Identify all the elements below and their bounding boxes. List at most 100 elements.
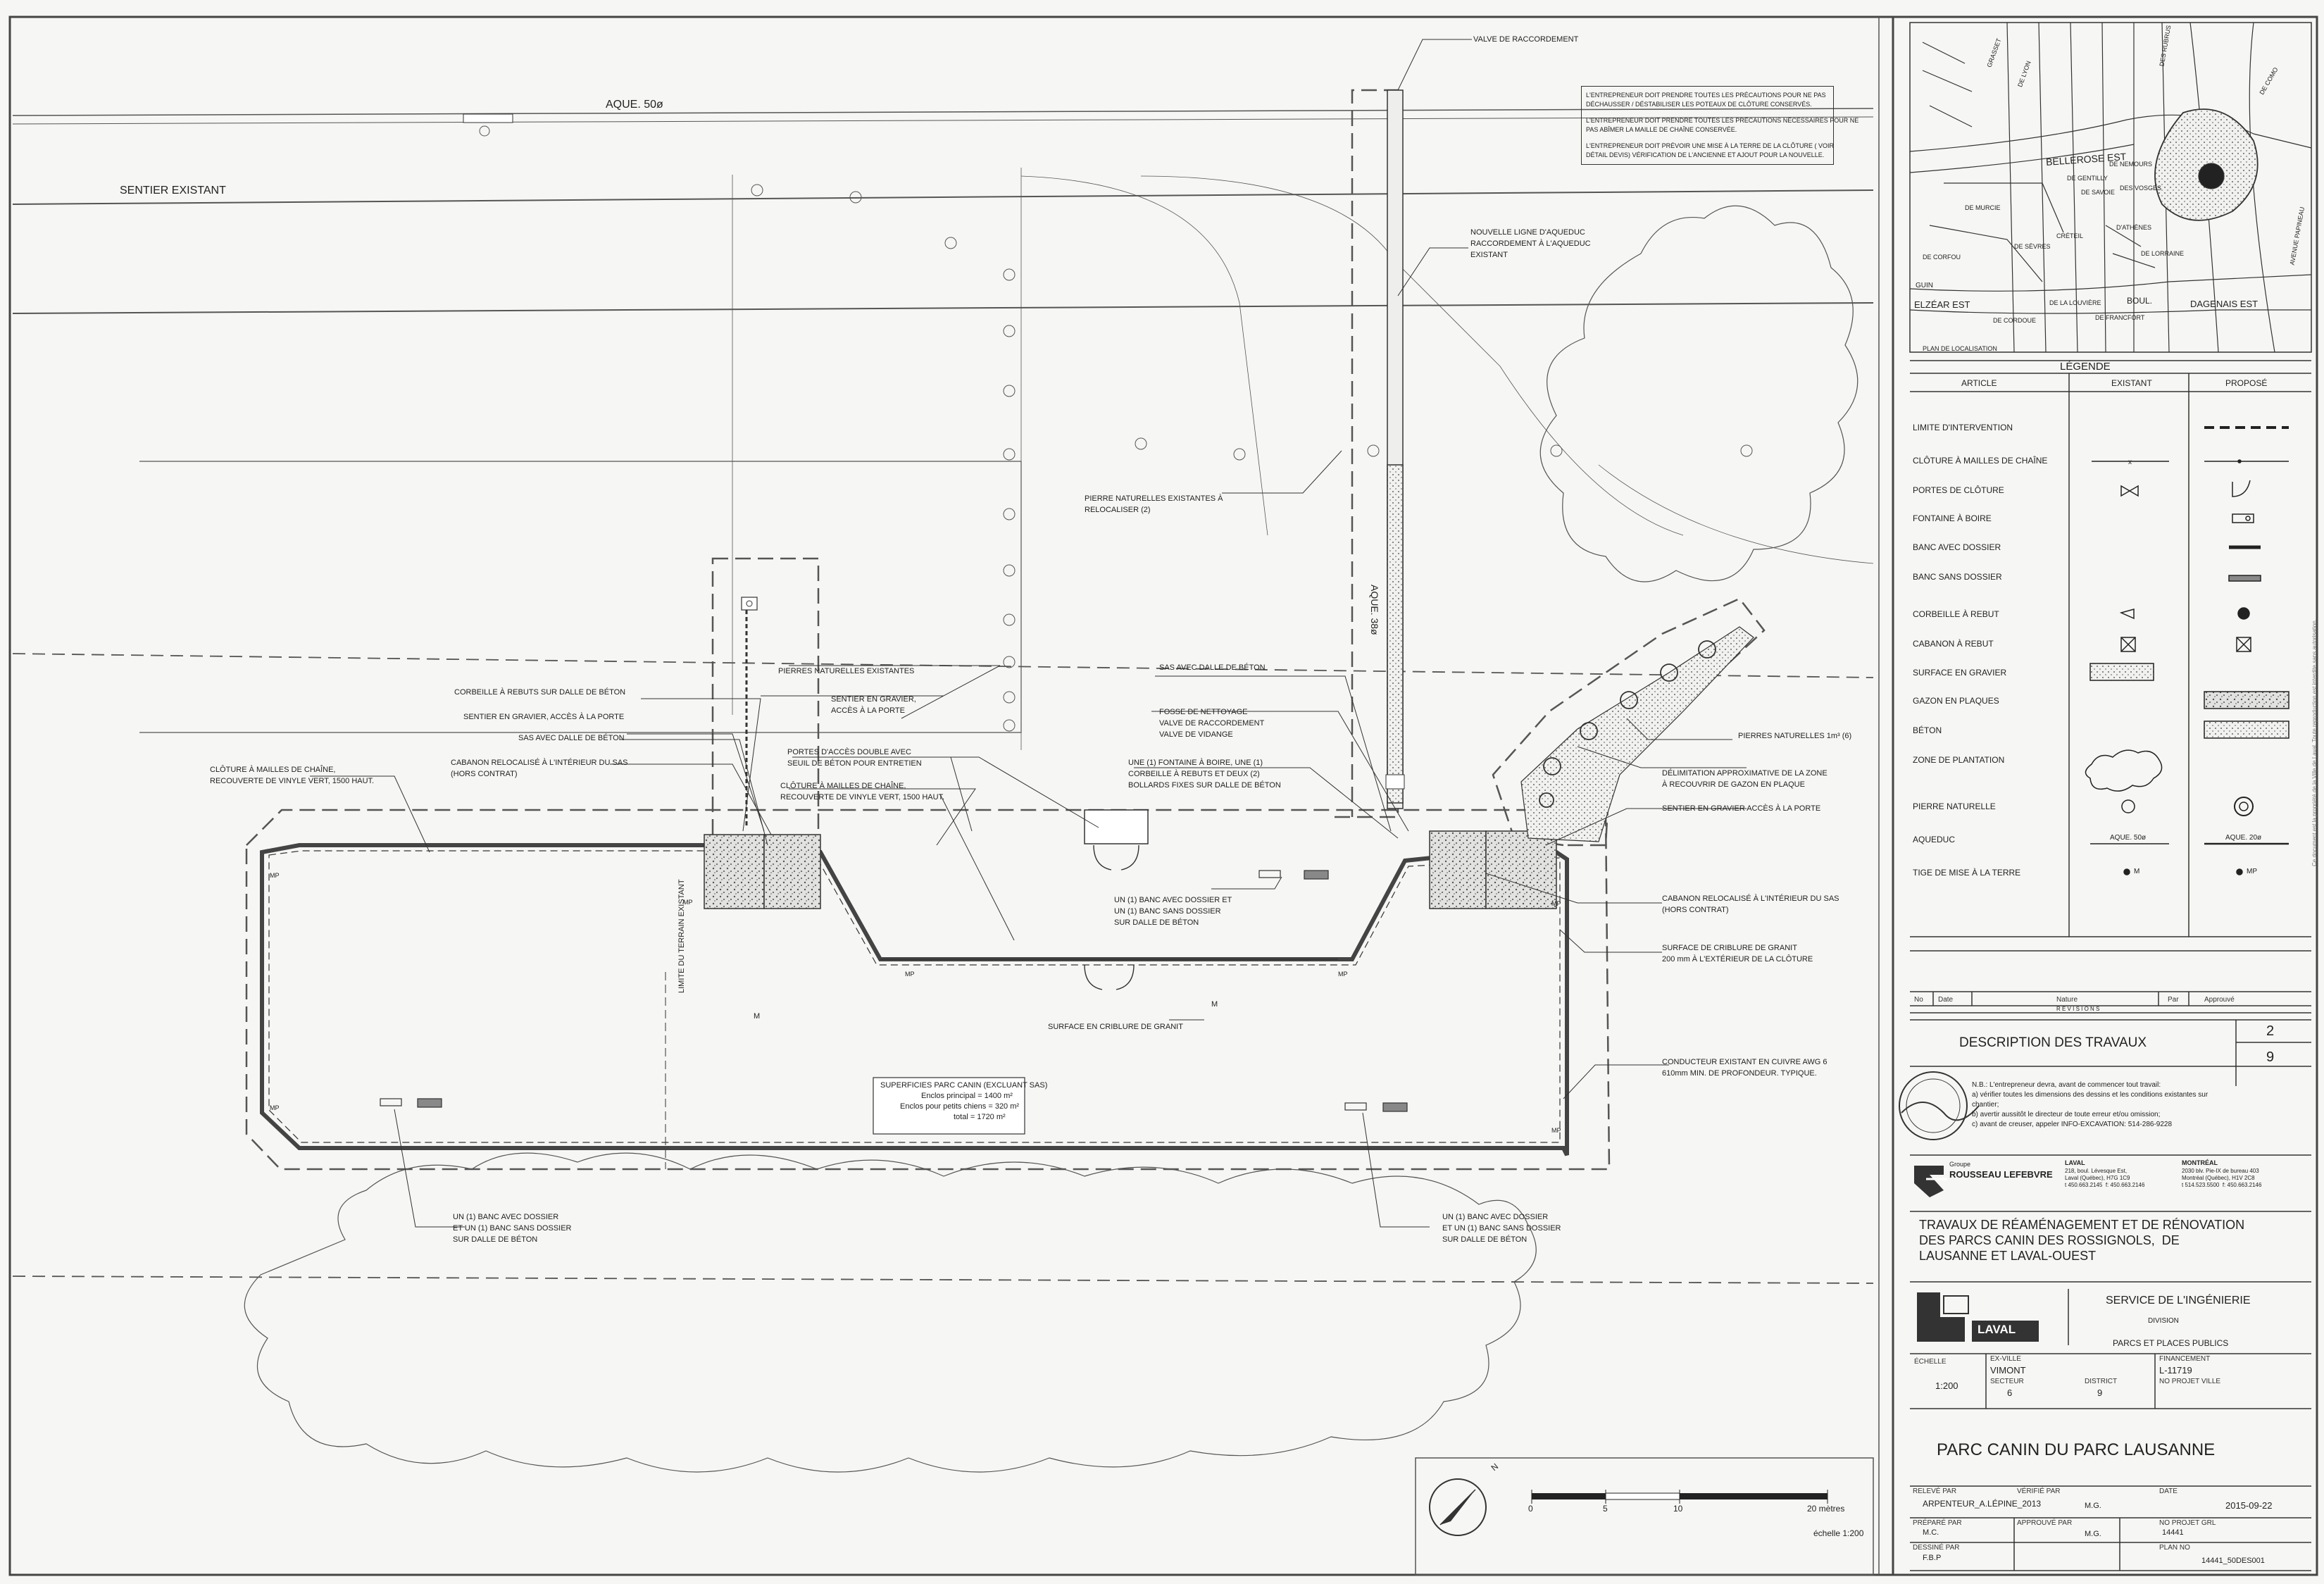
- district-value: 9: [2097, 1387, 2103, 1398]
- map-street: DE GENTILLY: [2067, 175, 2108, 182]
- legend-item: BÉTON: [1913, 725, 1942, 735]
- mp-marker: MP: [1551, 900, 1561, 907]
- city-project-label: NO PROJET VILLE: [2159, 1378, 2221, 1385]
- legend-aq-existing: AQUE. 50ø: [2110, 834, 2147, 842]
- legend-item: BANC AVEC DOSSIER: [1913, 542, 2001, 552]
- contractor-notes: L'ENTREPRENEUR DOIT PRENDRE TOUTES LES P…: [1581, 86, 1859, 165]
- title-block-lines: [1909, 22, 2312, 1571]
- scale-tick-0: 0: [1528, 1504, 1533, 1514]
- map-street: BOUL.: [2127, 296, 2153, 306]
- grl-project-label: NO PROJET GRL: [2159, 1519, 2216, 1527]
- turf-zone-label: DÉLIMITATION APPROXIMATIVE DE LA ZONE À …: [1662, 769, 1828, 789]
- drawn-by-label: DESSINÉ PAR: [1913, 1544, 1960, 1552]
- areas-small: Enclos pour petits chiens = 320 m²: [900, 1102, 1020, 1111]
- exville-value: VIMONT: [1990, 1365, 2026, 1376]
- description-item: a) vérifier toutes les dimensions des de…: [1972, 1091, 2209, 1109]
- areas-title: SUPERFICIES PARC CANIN (EXCLUANT SAS): [880, 1081, 1048, 1090]
- surveyed-by-label: RELEVÉ PAR: [1913, 1488, 1957, 1495]
- cleaning-pit-label: FOSSE DE NETTOYAGE VALVE DE RACCORDEMENT…: [1159, 708, 1265, 739]
- prepared-by-label: PRÉPARÉ PAR: [1913, 1519, 1962, 1527]
- site-plan: [12, 89, 1874, 1473]
- land-limit-label: LIMITE DU TERRAIN EXISTANT: [677, 879, 686, 993]
- plan-no-value: 14441_50DES001: [2201, 1557, 2265, 1565]
- date-value: 2015-09-22: [2225, 1500, 2273, 1511]
- mp-marker: MP: [905, 971, 915, 978]
- location-map: [1909, 22, 2312, 353]
- leader-lines: [310, 39, 1747, 1228]
- prepared-by-value: M.C.: [1923, 1528, 1939, 1537]
- legend-aq-proposed: AQUE. 20ø: [2225, 834, 2262, 842]
- date-label: DATE: [2159, 1488, 2178, 1495]
- m-marker: M: [754, 1012, 761, 1021]
- scale-field-value: 1:200: [1935, 1380, 1958, 1391]
- benches-left-label: UN (1) BANC AVEC DOSSIER ET UN (1) BANC …: [453, 1213, 572, 1244]
- sheet-total: 9: [2266, 1049, 2275, 1065]
- legend-item: CLÔTURE À MAILLES DE CHAÎNE: [1913, 456, 2048, 466]
- rev-header-date: Date: [1938, 996, 1954, 1004]
- scale-tick-5: 5: [1603, 1504, 1608, 1514]
- location-map-caption: PLAN DE LOCALISATION: [1923, 345, 1997, 352]
- areas-box: SUPERFICIES PARC CANIN (EXCLUANT SAS) Enc…: [880, 1080, 1047, 1123]
- financing-value: L-11719: [2159, 1365, 2192, 1376]
- legend-header-proposed: PROPOSÉ: [2225, 378, 2268, 388]
- verified-by-label: VÉRIFIÉ PAR: [2017, 1488, 2061, 1495]
- double-gates-label: PORTES D'ACCÈS DOUBLE AVEC SEUIL DE BÉTO…: [787, 748, 922, 768]
- rev-header-nature: Nature: [2056, 996, 2078, 1004]
- firm-name: ROUSSEAU LEFEBVRE: [1949, 1169, 2053, 1180]
- legend-item: GAZON EN PLAQUES: [1913, 696, 1999, 706]
- map-street: CRÉTEIL: [2056, 232, 2084, 239]
- rev-header-no: No: [1914, 996, 1923, 1004]
- approved-by-label: APPROUVÉ PAR: [2017, 1519, 2073, 1527]
- legend-item: LIMITE D'INTERVENTION: [1913, 423, 2013, 432]
- grl-project-value: 14441: [2162, 1528, 2184, 1537]
- description-nb: N.B.: L'entrepreneur devra, avant de com…: [1972, 1081, 2161, 1089]
- laval-logo-text: LAVAL: [1978, 1323, 2016, 1336]
- district-label: DISTRICT: [2085, 1378, 2118, 1385]
- conductor-label: CONDUCTEUR EXISTANT EN CUIVRE AWG 6 610m…: [1662, 1058, 1828, 1078]
- mp-marker: MP: [270, 1104, 280, 1111]
- map-street: DE MURCIE: [1965, 204, 2001, 211]
- legend-m: M: [2134, 868, 2140, 875]
- scale-tick-10: 10: [1673, 1504, 1683, 1514]
- mp-marker: MP: [1338, 971, 1348, 978]
- gravel-path-right-label: SENTIER EN GRAVIER ACCÈS À LA PORTE: [1662, 804, 1821, 813]
- sheet-number: 2: [2266, 1023, 2275, 1039]
- project-title: TRAVAUX DE RÉAMÉNAGEMENT ET DE RÉNOVATIO…: [1919, 1218, 2245, 1263]
- exville-label: EX-VILLE: [1990, 1355, 2021, 1363]
- map-street: DAGENAIS EST: [2190, 299, 2259, 309]
- rev-header-par: Par: [2168, 996, 2179, 1004]
- mp-marker: MP: [270, 872, 280, 879]
- legend-item: FONTAINE À BOIRE: [1913, 513, 1992, 523]
- legend-item: PIERRE NATURELLE: [1913, 802, 1996, 811]
- scale-bar: [1531, 1490, 1828, 1504]
- shed-relocated-left-label: CABANON RELOCALISÉ À L'INTÉRIEUR DU SAS …: [451, 759, 628, 778]
- mp-marker: MP: [1551, 1127, 1561, 1134]
- side-vertical-text: Ce document est la propriété de la Ville…: [2311, 618, 2318, 866]
- financing-label: FINANCEMENT: [2159, 1355, 2211, 1363]
- gravel-path-door-label: SENTIER EN GRAVIER, ACCÈS À LA PORTE: [831, 695, 916, 715]
- areas-total: total = 1720 m²: [954, 1113, 1006, 1121]
- note-2: L'ENTREPRENEUR DOIT PRENDRE TOUTES LES P…: [1586, 117, 1859, 133]
- granite-outside-label: SURFACE DE CRIBLURE DE GRANIT 200 mm À L…: [1662, 944, 1813, 964]
- gravel-path-access-label: SENTIER EN GRAVIER, ACCÈS À LA PORTE: [463, 713, 625, 721]
- map-street: ELZÉAR EST: [1914, 299, 1970, 310]
- map-street: DE LA LOUVIÈRE: [2049, 299, 2101, 306]
- description-item: b) avertir aussitôt le directeur de tout…: [1972, 1111, 2161, 1118]
- legend-item: ZONE DE PLANTATION: [1913, 755, 2005, 765]
- scale-tick-20: 20 mètres: [1807, 1504, 1845, 1514]
- fence-vinyl-mid-label: CLÔTURE À MAILLES DE CHAÎNE, RECOUVERTE …: [780, 782, 945, 802]
- sector-label: SECTEUR: [1990, 1378, 2024, 1385]
- legend-item: CORBEILLE À REBUT: [1913, 609, 1999, 619]
- revisions-title: R É V I S I O N S: [2056, 1006, 2100, 1012]
- map-street: DES VOSGES: [2120, 185, 2162, 192]
- sas-slab-left-label: SAS AVEC DALLE DE BÉTON: [518, 734, 625, 742]
- map-street: DE LORRAINE: [2141, 250, 2185, 257]
- legend-symbols: x: [2085, 426, 2289, 875]
- client-service: SERVICE DE L'INGÉNIERIE: [2106, 1295, 2251, 1307]
- firm-montreal-title: MONTRÉAL: [2182, 1159, 2218, 1166]
- map-street: DE SAVOIE: [2081, 189, 2115, 196]
- benches-right-label: UN (1) BANC AVEC DOSSIER ET UN (1) BANC …: [1442, 1213, 1561, 1244]
- surveyed-by-value: ARPENTEUR_A.LÉPINE_2013: [1923, 1499, 2042, 1509]
- description-title: DESCRIPTION DES TRAVAUX: [1959, 1035, 2147, 1050]
